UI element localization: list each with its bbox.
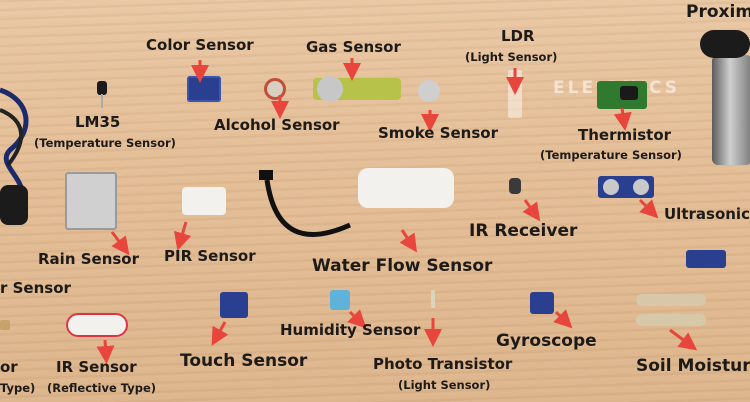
label-color-sensor: Color Sensor <box>146 36 254 54</box>
label-photo-transistor: Photo Transistor <box>373 355 513 373</box>
left-cable-bundle <box>0 87 29 225</box>
rain-sensor-plate <box>65 172 117 230</box>
touch-sensor-board <box>220 292 248 318</box>
pir-sensor-dome <box>182 187 226 215</box>
label-ldr: LDR <box>501 27 535 45</box>
label-ldr-sub: (Light Sensor) <box>465 50 558 64</box>
label-proximity-partial: Proxim <box>686 2 750 22</box>
water-flow-cable <box>259 170 352 237</box>
label-touch-sensor: Touch Sensor <box>180 351 308 371</box>
left-partial-sensor <box>0 320 10 330</box>
humidity-sensor <box>330 290 350 310</box>
label-lm35-sub: (Temperature Sensor) <box>34 136 176 150</box>
photo-transistor-led <box>431 290 435 308</box>
smoke-sensor-head <box>418 80 440 102</box>
thermistor-probe <box>620 86 638 100</box>
alcohol-sensor <box>264 78 286 100</box>
label-thermistor: Thermistor <box>578 126 672 144</box>
label-lm35: LM35 <box>75 113 121 131</box>
label-gas-sensor: Gas Sensor <box>306 38 401 56</box>
ir-receiver <box>509 178 521 194</box>
label-ir-receiver: IR Receiver <box>469 221 578 241</box>
ultrasonic-right-eye <box>633 179 649 195</box>
label-alcohol-sensor: Alcohol Sensor <box>214 116 340 134</box>
lm35-sensor <box>97 81 107 95</box>
gas-sensor-head <box>317 76 343 102</box>
proximity-sensor-body <box>712 55 750 165</box>
lm35-leads <box>101 94 103 108</box>
label-soil-moisture: Soil Moisture <box>636 356 750 376</box>
gyroscope-board <box>530 292 554 314</box>
ultrasonic-left-eye <box>603 179 619 195</box>
label-smoke-sensor: Smoke Sensor <box>378 124 498 142</box>
label-thermistor-sub: (Temperature Sensor) <box>540 148 682 162</box>
label-ir-sensor: IR Sensor <box>56 358 137 376</box>
ir-sensor-board <box>66 313 128 337</box>
label-rain-sensor: Rain Sensor <box>38 250 140 268</box>
soil-probe-upper <box>636 294 706 306</box>
label-ir-sensor-sub: (Reflective Type) <box>47 381 157 395</box>
label-left-type-partial: Type) <box>0 381 36 395</box>
water-flow-sensor-body <box>358 168 454 208</box>
label-pir-sensor: PIR Sensor <box>164 247 256 265</box>
soil-probe-lower <box>636 314 706 326</box>
label-left-sensor-partial: r Sensor <box>0 279 71 297</box>
label-humidity-sensor: Humidity Sensor <box>280 321 421 339</box>
label-water-flow-sensor: Water Flow Sensor <box>312 256 493 276</box>
label-photo-transistor-sub: (Light Sensor) <box>398 378 491 392</box>
label-ultrasonic: Ultrasonic <box>664 205 750 223</box>
label-gyroscope: Gyroscope <box>496 331 597 351</box>
label-left-or-partial: or <box>0 358 18 376</box>
soil-module-board <box>686 250 726 268</box>
proximity-cable <box>700 30 750 58</box>
